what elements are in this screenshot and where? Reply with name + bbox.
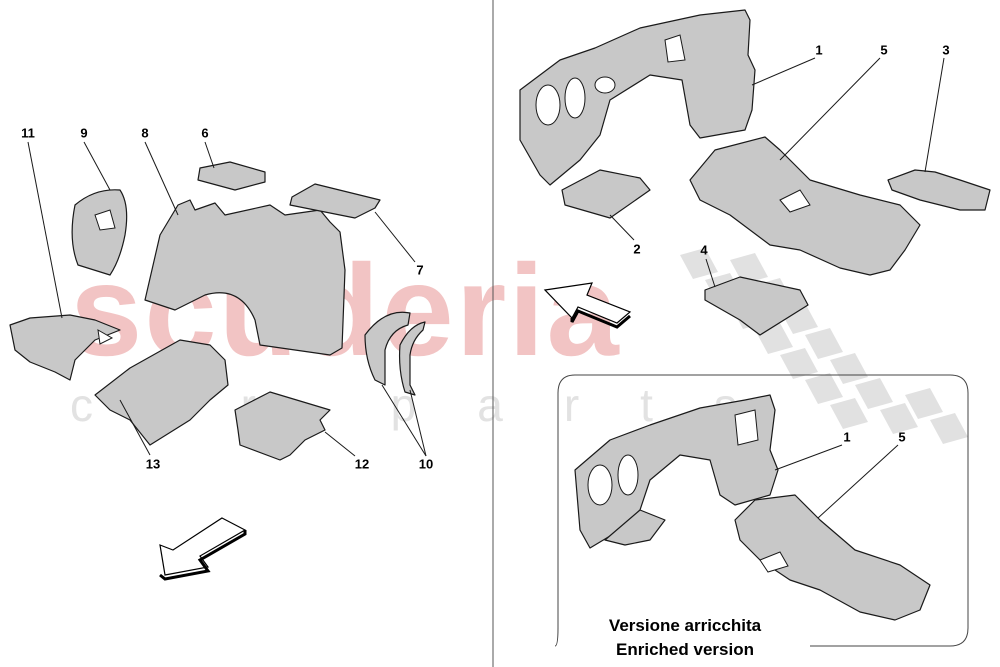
callout-11: 11 xyxy=(21,125,35,141)
inset-part-1-flap xyxy=(604,509,666,546)
callout-7: 7 xyxy=(416,262,424,278)
part-3 xyxy=(887,169,991,211)
callout-9: 9 xyxy=(80,125,88,141)
part-2 xyxy=(561,169,651,219)
callout-10: 10 xyxy=(418,456,434,472)
callout-4: 4 xyxy=(700,242,708,258)
part-10b xyxy=(398,321,426,396)
inset-callout-1: 1 xyxy=(843,429,851,445)
callout-5: 5 xyxy=(880,42,888,58)
arrow-down-left-icon xyxy=(159,517,247,581)
part-12 xyxy=(234,391,331,461)
part-4 xyxy=(704,276,809,336)
callout-2: 2 xyxy=(633,241,641,257)
part-7 xyxy=(289,183,381,219)
enriched-version-inset xyxy=(554,374,969,647)
part-6 xyxy=(197,161,266,191)
caption-english: Enriched version xyxy=(560,640,810,660)
callout-8: 8 xyxy=(141,125,149,141)
part-8 xyxy=(144,199,346,356)
part-1 xyxy=(519,9,756,186)
caption-italian: Versione arricchita xyxy=(560,616,810,636)
part-11 xyxy=(9,314,121,381)
callout-1: 1 xyxy=(815,42,823,58)
part-10a xyxy=(364,311,411,386)
inset-part-5 xyxy=(734,494,931,621)
part-9 xyxy=(71,189,128,276)
arrow-up-left-icon xyxy=(543,282,632,329)
inset-callout-5: 5 xyxy=(898,429,906,445)
part-13 xyxy=(94,339,229,446)
callout-3: 3 xyxy=(942,42,950,58)
callout-6: 6 xyxy=(201,125,209,141)
callout-12: 12 xyxy=(354,456,370,472)
callout-13: 13 xyxy=(145,456,161,472)
